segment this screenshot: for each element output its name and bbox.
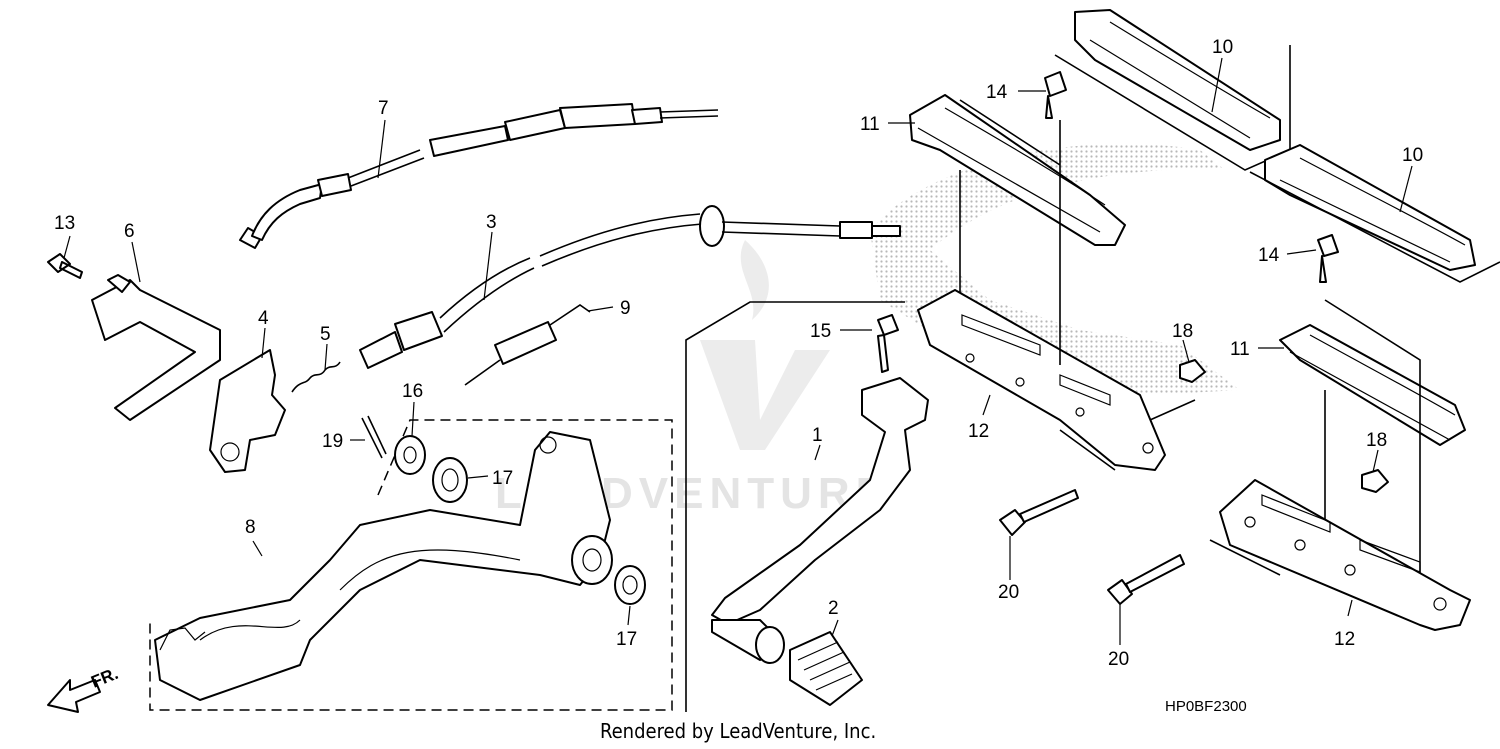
- brake-pedal-group-frame: [149, 419, 673, 711]
- part-18-upper-nut: [1179, 359, 1206, 383]
- part-15-bolt: [877, 314, 899, 373]
- label-10-upper: 10: [1212, 37, 1233, 58]
- label-1: 1: [812, 425, 823, 446]
- label-15: 15: [810, 321, 831, 342]
- part-20-lower-bolt: [1107, 554, 1185, 605]
- label-11-lower: 11: [1230, 339, 1250, 360]
- front-direction-indicator: FR.: [47, 664, 121, 713]
- label-19: 19: [322, 431, 343, 452]
- part-4-bracket: [209, 349, 286, 473]
- label-20-lower: 20: [1108, 649, 1129, 670]
- part-14-lower-bolt: [1317, 234, 1339, 283]
- label-16: 16: [402, 381, 423, 402]
- label-18-upper: 18: [1172, 321, 1193, 342]
- label-12-upper: 12: [968, 421, 989, 442]
- part-2-pedal-rubber: [789, 631, 863, 706]
- label-2: 2: [828, 598, 839, 619]
- part-6-tab: [107, 274, 131, 293]
- label-18-lower: 18: [1366, 430, 1387, 451]
- label-12-lower: 12: [1334, 629, 1355, 650]
- label-5: 5: [320, 324, 331, 345]
- part-9-spring: [464, 304, 591, 386]
- part-5-spring: [291, 361, 341, 393]
- label-14-lower: 14: [1258, 245, 1280, 266]
- part-7-cable: [239, 103, 719, 249]
- part-labels: 13 6 7 3 4 5 9 16 19 17 17 8 1 2 15 14 1…: [54, 37, 1423, 670]
- label-10-lower: 10: [1402, 145, 1423, 166]
- part-17-seal-lower: [614, 565, 646, 605]
- label-17-upper: 17: [492, 468, 513, 489]
- part-12-lower-guides: [1209, 539, 1281, 576]
- part-12-lower-bracket: [1219, 479, 1471, 631]
- part-12-upper-guides: [1059, 330, 1196, 471]
- label-14-upper: 14: [986, 82, 1008, 103]
- rendered-by-footer: Rendered by LeadVenture, Inc.: [600, 719, 876, 743]
- part-1-pedal-arm: [711, 377, 929, 664]
- part-19-pin: [361, 415, 387, 459]
- label-20-upper: 20: [998, 582, 1019, 603]
- part-16-washer: [394, 435, 426, 475]
- front-direction-label: FR.: [88, 664, 121, 692]
- label-9: 9: [620, 298, 631, 319]
- label-7: 7: [378, 98, 389, 119]
- part-8-brake-pedal: [154, 431, 613, 701]
- part-11-lower-guides: [1324, 299, 1421, 580]
- label-11-upper: 11: [860, 114, 880, 135]
- label-13: 13: [54, 213, 75, 234]
- part-18-lower-nut: [1361, 469, 1389, 493]
- part-11-upper-footpeg: [909, 94, 1126, 246]
- part-20-upper-bolt: [999, 489, 1079, 536]
- diagram-code: HP0BF2300: [1165, 698, 1247, 715]
- label-4: 4: [258, 308, 269, 329]
- part-3-cable: [359, 205, 901, 369]
- front-arrow-icon: [47, 679, 101, 713]
- label-17-lower: 17: [616, 629, 637, 650]
- label-6: 6: [124, 221, 135, 242]
- part-11-lower-footpeg: [1279, 324, 1466, 446]
- part-13-bolt: [47, 253, 83, 279]
- leader-lines: [63, 57, 1413, 645]
- part-10-upper-footpeg: [1074, 9, 1281, 151]
- footpeg-group-frame: [685, 301, 905, 712]
- part-11-upper-guides: [959, 99, 1061, 330]
- label-3: 3: [486, 212, 497, 233]
- part-10-lower-footpeg: [1264, 144, 1476, 271]
- part-6-bracket: [91, 279, 221, 421]
- part-12-upper-bracket: [917, 289, 1166, 471]
- part-17-seal-upper: [432, 457, 468, 503]
- label-8: 8: [245, 517, 256, 538]
- part-10-lower-frame: [1249, 171, 1500, 283]
- part-14-upper-bolt: [1044, 71, 1067, 119]
